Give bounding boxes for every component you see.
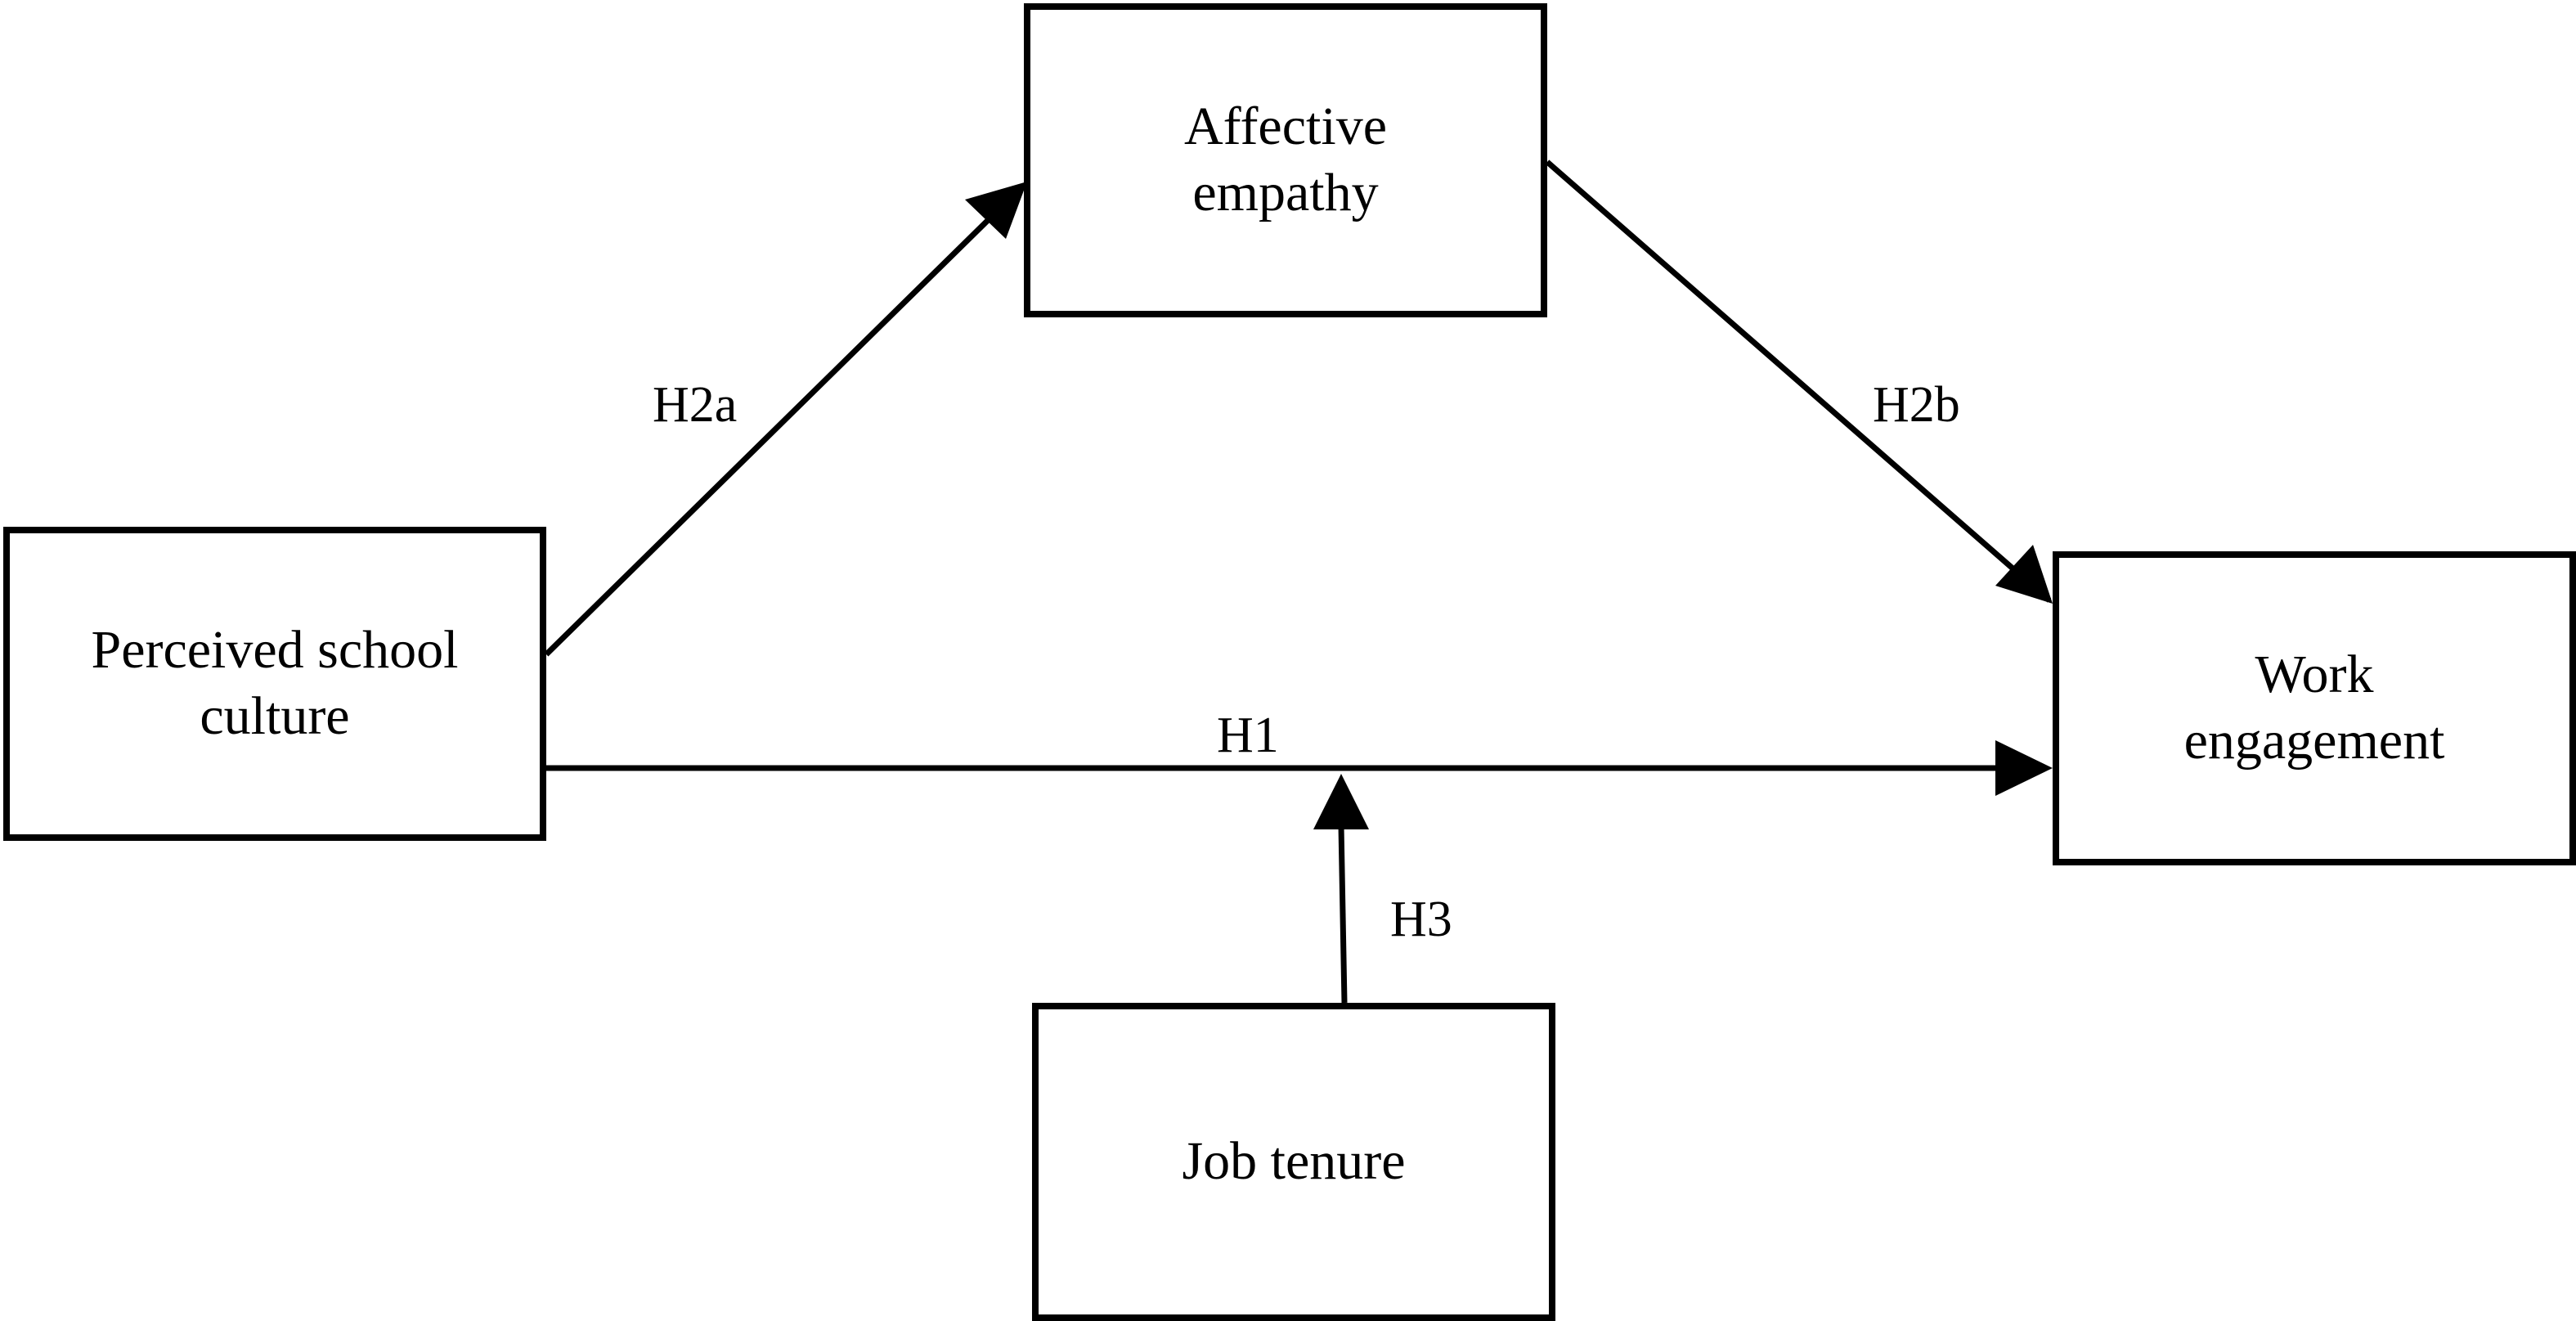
node-label: Job tenure xyxy=(1182,1131,1406,1192)
arrow-h2b xyxy=(1545,160,2052,603)
node-label: Perceived school culture xyxy=(91,620,459,746)
edge-label-h1: H1 xyxy=(1217,708,1279,763)
node-label: Affective empathy xyxy=(1184,97,1387,222)
edge-label-h3: H3 xyxy=(1390,892,1452,947)
node-affective-empathy: Affective empathy xyxy=(1024,3,1547,317)
edge-label-h2b: H2b xyxy=(1873,377,1960,433)
node-work-engagement: Work engagement xyxy=(2053,551,2576,865)
node-label: Work engagement xyxy=(2183,645,2445,771)
edge-label-h2a: H2a xyxy=(653,377,738,433)
arrow-h2a xyxy=(544,184,1025,657)
node-perceived-school-culture: Perceived school culture xyxy=(3,527,546,841)
arrow-h3 xyxy=(1338,825,1348,1004)
arrowhead-h1 xyxy=(1995,740,2053,796)
arrowhead-h3 xyxy=(1313,774,1369,829)
arrowhead-h2b xyxy=(1995,545,2053,604)
node-job-tenure: Job tenure xyxy=(1032,1003,1555,1321)
arrowhead-h2a xyxy=(965,182,1027,239)
